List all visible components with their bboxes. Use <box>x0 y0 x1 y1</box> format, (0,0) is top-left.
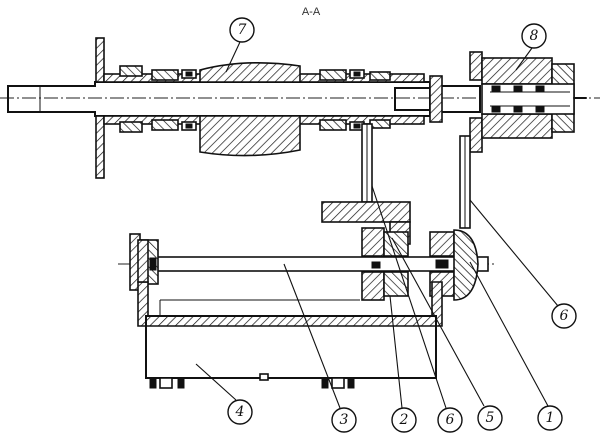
callout-4: 4 <box>227 399 253 425</box>
callout-3: 3 <box>331 407 357 433</box>
callout-6-right: 6 <box>551 303 577 329</box>
callout-6-bottom: 6 <box>437 407 463 433</box>
callout-1: 1 <box>537 405 563 431</box>
svg-text:7: 7 <box>238 22 247 38</box>
svg-text:3: 3 <box>340 412 349 428</box>
callout-5: 5 <box>477 405 503 431</box>
upper-shaft-assembly <box>0 37 600 179</box>
svg-text:6: 6 <box>560 308 569 324</box>
rotor-core <box>199 62 301 83</box>
right-hub-housing <box>469 51 587 153</box>
base-box <box>145 315 437 379</box>
callout-2: 2 <box>391 407 417 433</box>
leader-lines <box>195 41 559 409</box>
lower-base-assembly <box>118 201 494 389</box>
svg-text:5: 5 <box>486 410 495 426</box>
callout-8: 8 <box>521 23 547 49</box>
bracket-plate <box>321 201 411 223</box>
callout-7: 7 <box>229 17 255 43</box>
svg-text:2: 2 <box>399 412 409 428</box>
svg-text:1: 1 <box>546 410 555 426</box>
right-flange-disc <box>429 75 443 123</box>
svg-text:6: 6 <box>446 412 455 428</box>
svg-text:8: 8 <box>530 28 539 44</box>
section-label: A-A <box>302 6 321 18</box>
svg-text:4: 4 <box>235 404 245 420</box>
left-flange-plate <box>95 37 105 83</box>
